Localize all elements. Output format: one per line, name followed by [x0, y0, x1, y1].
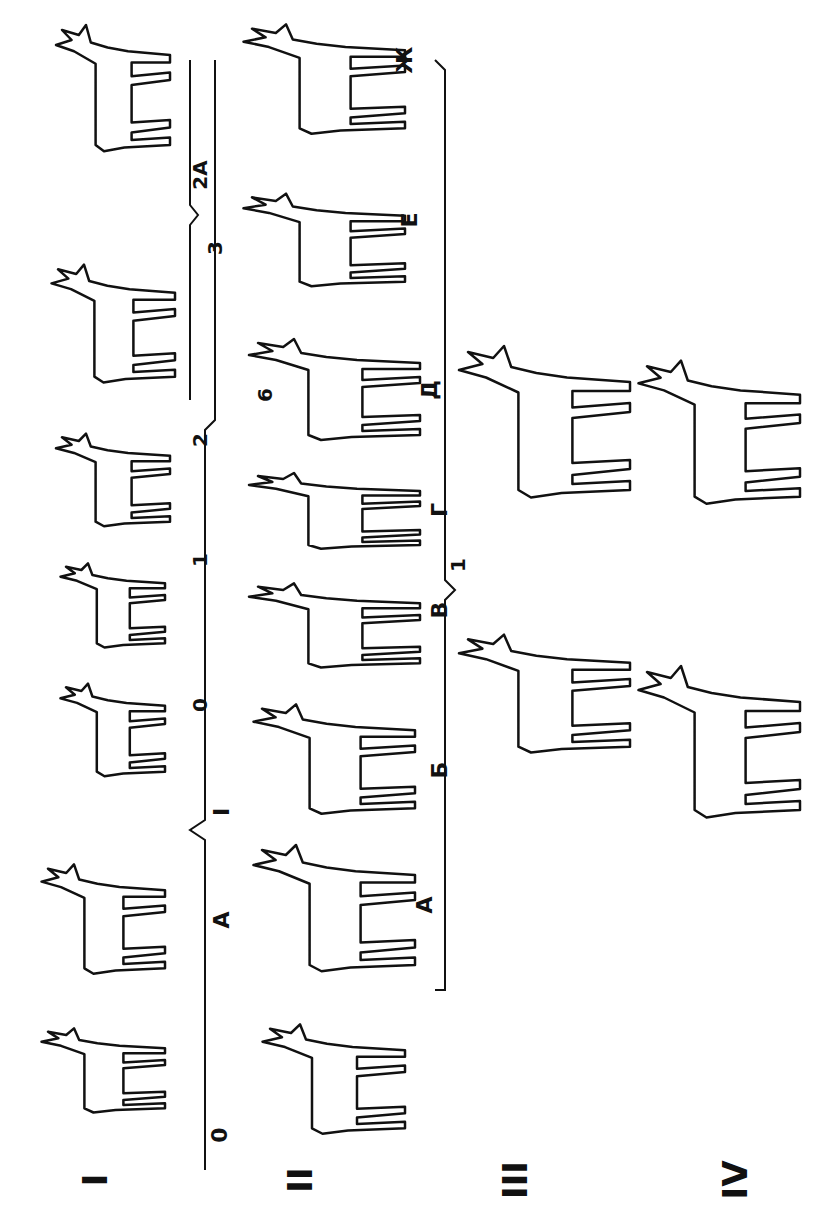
figure-label: 1 [190, 553, 210, 567]
deer-figure [254, 704, 416, 813]
deer-figures [42, 24, 801, 1133]
bracket-line [190, 60, 215, 1170]
figure-label: 2 [190, 433, 210, 447]
figure-label: 0 [190, 698, 210, 712]
deer-figure [263, 1024, 406, 1133]
figure-label: III [498, 1161, 532, 1199]
figure-label: Ж [394, 47, 416, 74]
deer-figure [52, 265, 176, 383]
figure-label: 2А [190, 160, 210, 189]
deer-figure [459, 346, 630, 498]
deer-figure [61, 563, 166, 647]
deer-figure [639, 666, 801, 818]
figure-label: Е [399, 212, 421, 227]
figure-label: В [429, 602, 451, 619]
figure-label: Д [419, 380, 441, 400]
deer-figure [639, 361, 801, 504]
deer-figure [56, 434, 170, 527]
deer-figure [249, 583, 420, 667]
figure-label: II [283, 1167, 317, 1192]
deer-figure [249, 339, 420, 440]
bracket-lines [190, 60, 455, 1170]
deer-figure [61, 684, 166, 777]
figure-label: 3 [205, 241, 225, 255]
deer-figure [42, 864, 166, 973]
figure-label: 1 [448, 558, 468, 572]
deer-figure [244, 24, 406, 133]
figure-label: 0 [209, 1127, 231, 1142]
deer-figure [56, 25, 170, 151]
deer-figure [249, 473, 420, 549]
figure-label: IV [718, 1161, 752, 1200]
figure-label: I [211, 808, 233, 816]
figure-label: Б [429, 762, 451, 779]
figure-label: А [211, 911, 233, 928]
figure-label: 6 [255, 388, 275, 402]
deer-figure [244, 194, 406, 287]
deer-figure [459, 635, 630, 753]
deer-figure [42, 1028, 166, 1112]
figure-label: Г [429, 503, 451, 517]
figure-label: I [78, 1174, 112, 1187]
deer-figure [254, 845, 416, 971]
figure-label: А [414, 896, 436, 913]
bracket-line [435, 60, 455, 990]
bracket-line [190, 60, 198, 400]
